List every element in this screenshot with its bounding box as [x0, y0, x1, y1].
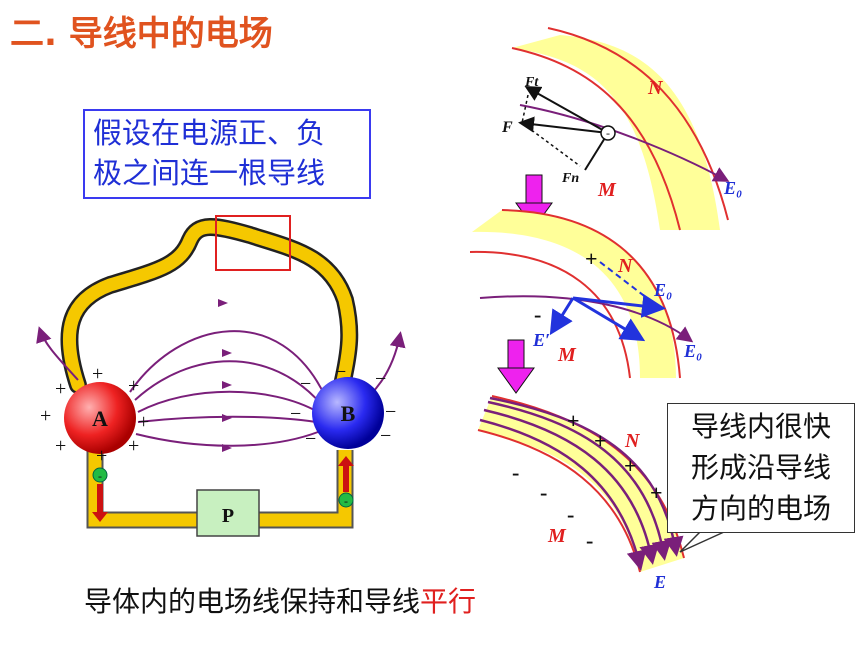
circuit-field-lines — [36, 326, 406, 447]
conductor-view-top: - Ft F Fn N M E₀ — [501, 27, 742, 231]
callout-box: 导线内很快 形成沿导线 方向的电场 — [667, 403, 855, 533]
svg-text:+: + — [92, 363, 103, 385]
negative-label: B — [341, 401, 356, 426]
svg-text:+: + — [624, 453, 637, 478]
svg-text:+: + — [40, 405, 51, 427]
assumption-box: 假设在电源正、负 极之间连一根导线 — [83, 109, 371, 199]
negative-terminal — [312, 377, 384, 449]
top-ft-label: Ft — [524, 75, 539, 90]
ion-left — [92, 467, 108, 483]
top-n-label: N — [647, 77, 664, 99]
conclusion-main: 导体内的电场线保持和导线 — [84, 585, 421, 618]
bottom-m-label: M — [547, 525, 567, 547]
svg-text:−: − — [380, 425, 391, 447]
svg-text:+: + — [594, 428, 607, 453]
svg-text:+: + — [128, 435, 139, 457]
svg-text:−: − — [300, 373, 311, 395]
bottom-e-label: E — [653, 572, 666, 592]
slide-title: 二. 导线中的电场 — [10, 14, 273, 54]
conclusion-text: 导体内的电场线保持和导线平行 — [84, 580, 476, 620]
callout-line-2: 形成沿导线 — [690, 451, 831, 484]
mid-e0-upper: E₀ — [653, 280, 672, 300]
bottom-n-label: N — [624, 430, 641, 452]
circuit: P A B +++ ++ +++ −−− −− −− — [36, 215, 406, 537]
svg-text:+: + — [55, 435, 66, 457]
svg-text:+: + — [128, 375, 139, 397]
mid-e0-lower: E₀ — [683, 341, 702, 361]
down-arrow-2 — [497, 339, 535, 394]
positive-terminal — [64, 382, 136, 454]
power-source — [196, 489, 260, 537]
top-e0-label: E₀ — [723, 178, 742, 198]
svg-text:−: − — [305, 428, 316, 450]
mid-m-label: M — [557, 344, 577, 366]
svg-text:−: − — [335, 361, 346, 383]
mid-n-label: N — [617, 255, 634, 277]
highlight-rect — [215, 215, 291, 271]
source-label: P — [222, 505, 234, 527]
svg-text:-: - — [512, 460, 519, 485]
svg-text:−: − — [385, 401, 396, 423]
conclusion-highlight: 平行 — [420, 585, 477, 618]
svg-text:-: - — [586, 528, 593, 553]
svg-text:+: + — [567, 408, 580, 433]
field-arrowheads — [218, 299, 232, 452]
svg-text:-: - — [540, 480, 547, 505]
top-m-label: M — [597, 179, 617, 201]
assumption-line-2: 极之间连一根导线 — [93, 156, 326, 190]
svg-text:-: - — [344, 494, 348, 508]
positive-label: A — [92, 406, 108, 431]
callout-line-1: 导线内很快 — [690, 410, 831, 443]
svg-text:+: + — [96, 445, 107, 467]
mid-eprime-label: E′ — [532, 330, 550, 350]
svg-text:+: + — [585, 246, 598, 271]
svg-text:+: + — [650, 480, 663, 505]
svg-text:-: - — [606, 126, 610, 140]
svg-text:−: − — [290, 403, 301, 425]
ion-right — [338, 492, 354, 508]
top-fn-label: Fn — [561, 171, 579, 186]
svg-text:+: + — [55, 378, 66, 400]
svg-text:−: − — [375, 368, 386, 390]
assumption-line-1: 假设在电源正、负 — [93, 116, 326, 150]
conductor-view-middle: + - N E₀ E′ M E₀ — [469, 209, 702, 379]
svg-text:-: - — [567, 502, 574, 527]
svg-text:+: + — [138, 411, 149, 433]
svg-text:-: - — [98, 469, 102, 483]
svg-text:-: - — [534, 302, 541, 327]
callout-line-3: 方向的电场 — [690, 492, 831, 525]
top-f-label: F — [501, 119, 513, 136]
charge-signs: +++ ++ +++ −−− −− −− — [40, 361, 396, 467]
